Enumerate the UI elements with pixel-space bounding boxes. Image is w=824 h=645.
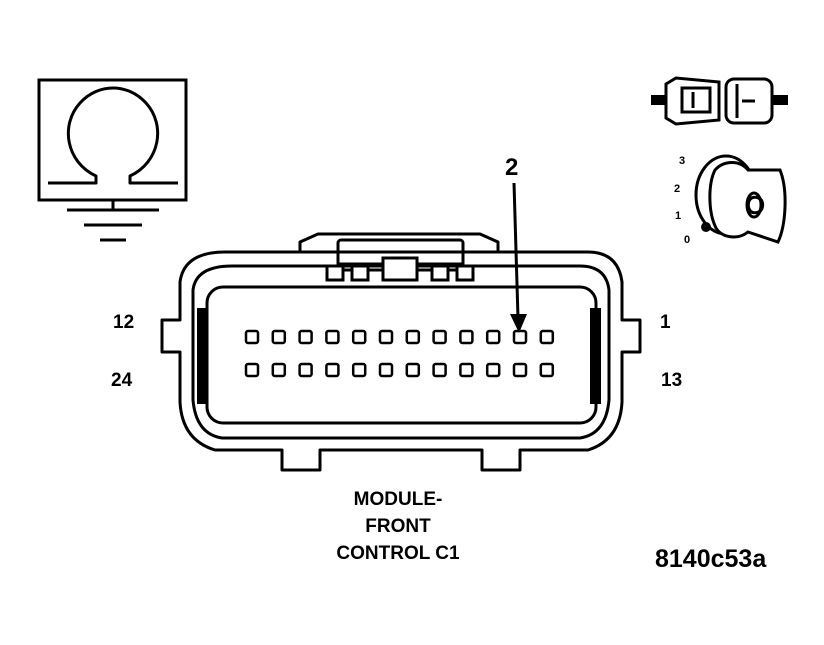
pin-cavity — [539, 329, 555, 345]
pin-cavity — [244, 329, 260, 345]
caption-line-1: MODULE- — [353, 489, 443, 510]
key-position-0: 0 — [684, 234, 691, 246]
key-position-1: 1 — [675, 210, 682, 222]
connector-caption: MODULE- FRONT CONTROL C1 — [298, 486, 498, 567]
key-position-2: 2 — [674, 183, 681, 195]
pin-cavity — [405, 362, 421, 378]
pin-label-bottom-right: 13 — [661, 370, 683, 391]
caption-line-3: CONTROL C1 — [336, 543, 460, 564]
pin-label-top-right: 1 — [660, 312, 671, 333]
pin-cavity — [351, 362, 367, 378]
pin-grid — [244, 329, 555, 378]
connector-disconnect-icon — [651, 76, 788, 126]
pin-cavity — [512, 362, 528, 378]
pin-cavity — [432, 362, 447, 378]
pin-cavity — [459, 362, 474, 378]
pin-cavity — [459, 329, 474, 345]
caption-line-2: FRONT — [365, 516, 431, 537]
pin-cavity — [378, 329, 394, 345]
ohmmeter-ground-icon — [37, 78, 188, 242]
left-latch-bar — [197, 308, 208, 404]
pin-cavity — [405, 329, 421, 345]
pin-cavity — [325, 362, 340, 378]
ignition-key-icon — [694, 154, 787, 244]
pin-cavity — [378, 362, 394, 378]
pin-cavity — [432, 329, 447, 345]
pin-callout-arrow — [510, 182, 527, 333]
right-latch-bar — [590, 308, 601, 404]
key-position-3: 3 — [679, 155, 686, 167]
pin-cavity — [512, 329, 528, 345]
pin-cavity — [485, 329, 501, 345]
pin-cavity — [485, 362, 501, 378]
latch-teeth — [325, 256, 475, 282]
pin-callout-label: 2 — [505, 154, 519, 181]
pin-cavity — [325, 329, 340, 345]
pin-cavity — [539, 362, 555, 378]
pin-cavity — [298, 362, 313, 378]
pin-cavity — [298, 329, 313, 345]
key-letter: O — [745, 190, 766, 220]
pin-cavity — [271, 362, 287, 378]
pin-label-top-left: 12 — [113, 312, 135, 333]
pin-label-bottom-left: 24 — [111, 370, 133, 391]
pin-cavity — [351, 329, 367, 345]
figure-id: 8140c53a — [655, 545, 767, 573]
pin-cavity — [271, 329, 287, 345]
pin-cavity — [244, 362, 260, 378]
